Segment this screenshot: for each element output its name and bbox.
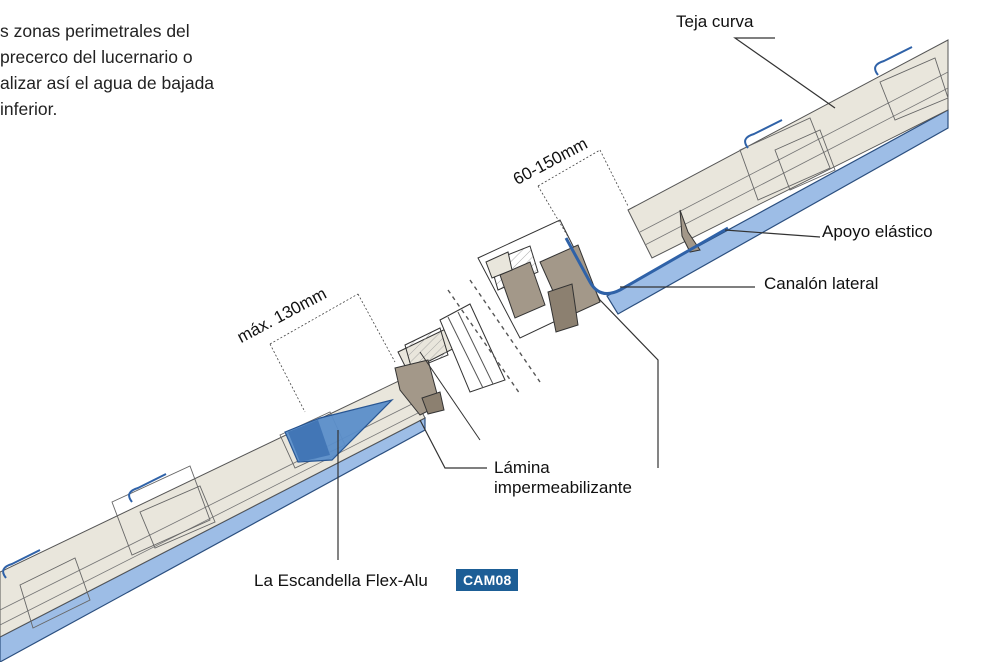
label-teja-curva: Teja curva <box>676 12 754 31</box>
tile-clip-icons <box>744 46 913 149</box>
label-canalon-lateral: Canalón lateral <box>764 274 879 293</box>
elastic-support <box>679 209 701 253</box>
label-impermeabilizante: impermeabilizante <box>494 478 632 497</box>
leader-lamina-left <box>419 419 487 469</box>
dimension-lower <box>269 293 396 413</box>
label-escandella: La Escandella Flex-Alu <box>254 571 428 590</box>
lower-membrane-strip <box>0 417 426 662</box>
break-line <box>447 289 521 395</box>
flashing-fold <box>288 420 330 462</box>
label-apoyo-elastico: Apoyo elástico <box>822 222 933 241</box>
leader-teja-curva <box>733 37 836 109</box>
intro-line: precerco del lucernario o <box>0 47 193 67</box>
intro-paragraph: s zonas perimetrales del precerco del lu… <box>0 18 312 122</box>
upper-tiles <box>739 57 949 201</box>
label-lamina: Lámina <box>494 458 550 477</box>
leader-lines <box>337 37 836 560</box>
leader-apoyo-elastico <box>724 229 821 238</box>
skylight-frame-upper <box>477 219 601 339</box>
tile-clip-icons <box>2 473 167 579</box>
product-code-badge: CAM08 <box>456 569 519 591</box>
upper-tile-line <box>639 71 949 233</box>
intro-line: inferior. <box>0 99 58 119</box>
upper-membrane-strip <box>606 108 949 315</box>
side-gutter <box>564 226 729 296</box>
intro-line: s zonas perimetrales del <box>0 21 190 41</box>
leader-lamina-right <box>599 299 659 468</box>
dimension-upper <box>537 149 629 241</box>
intro-line: alizar así el agua de bajada <box>0 73 215 93</box>
lower-tile-line <box>0 411 421 626</box>
skylight-frame-lower <box>394 303 506 441</box>
upper-tile-line <box>644 87 949 246</box>
upper-tile-band <box>627 39 949 259</box>
